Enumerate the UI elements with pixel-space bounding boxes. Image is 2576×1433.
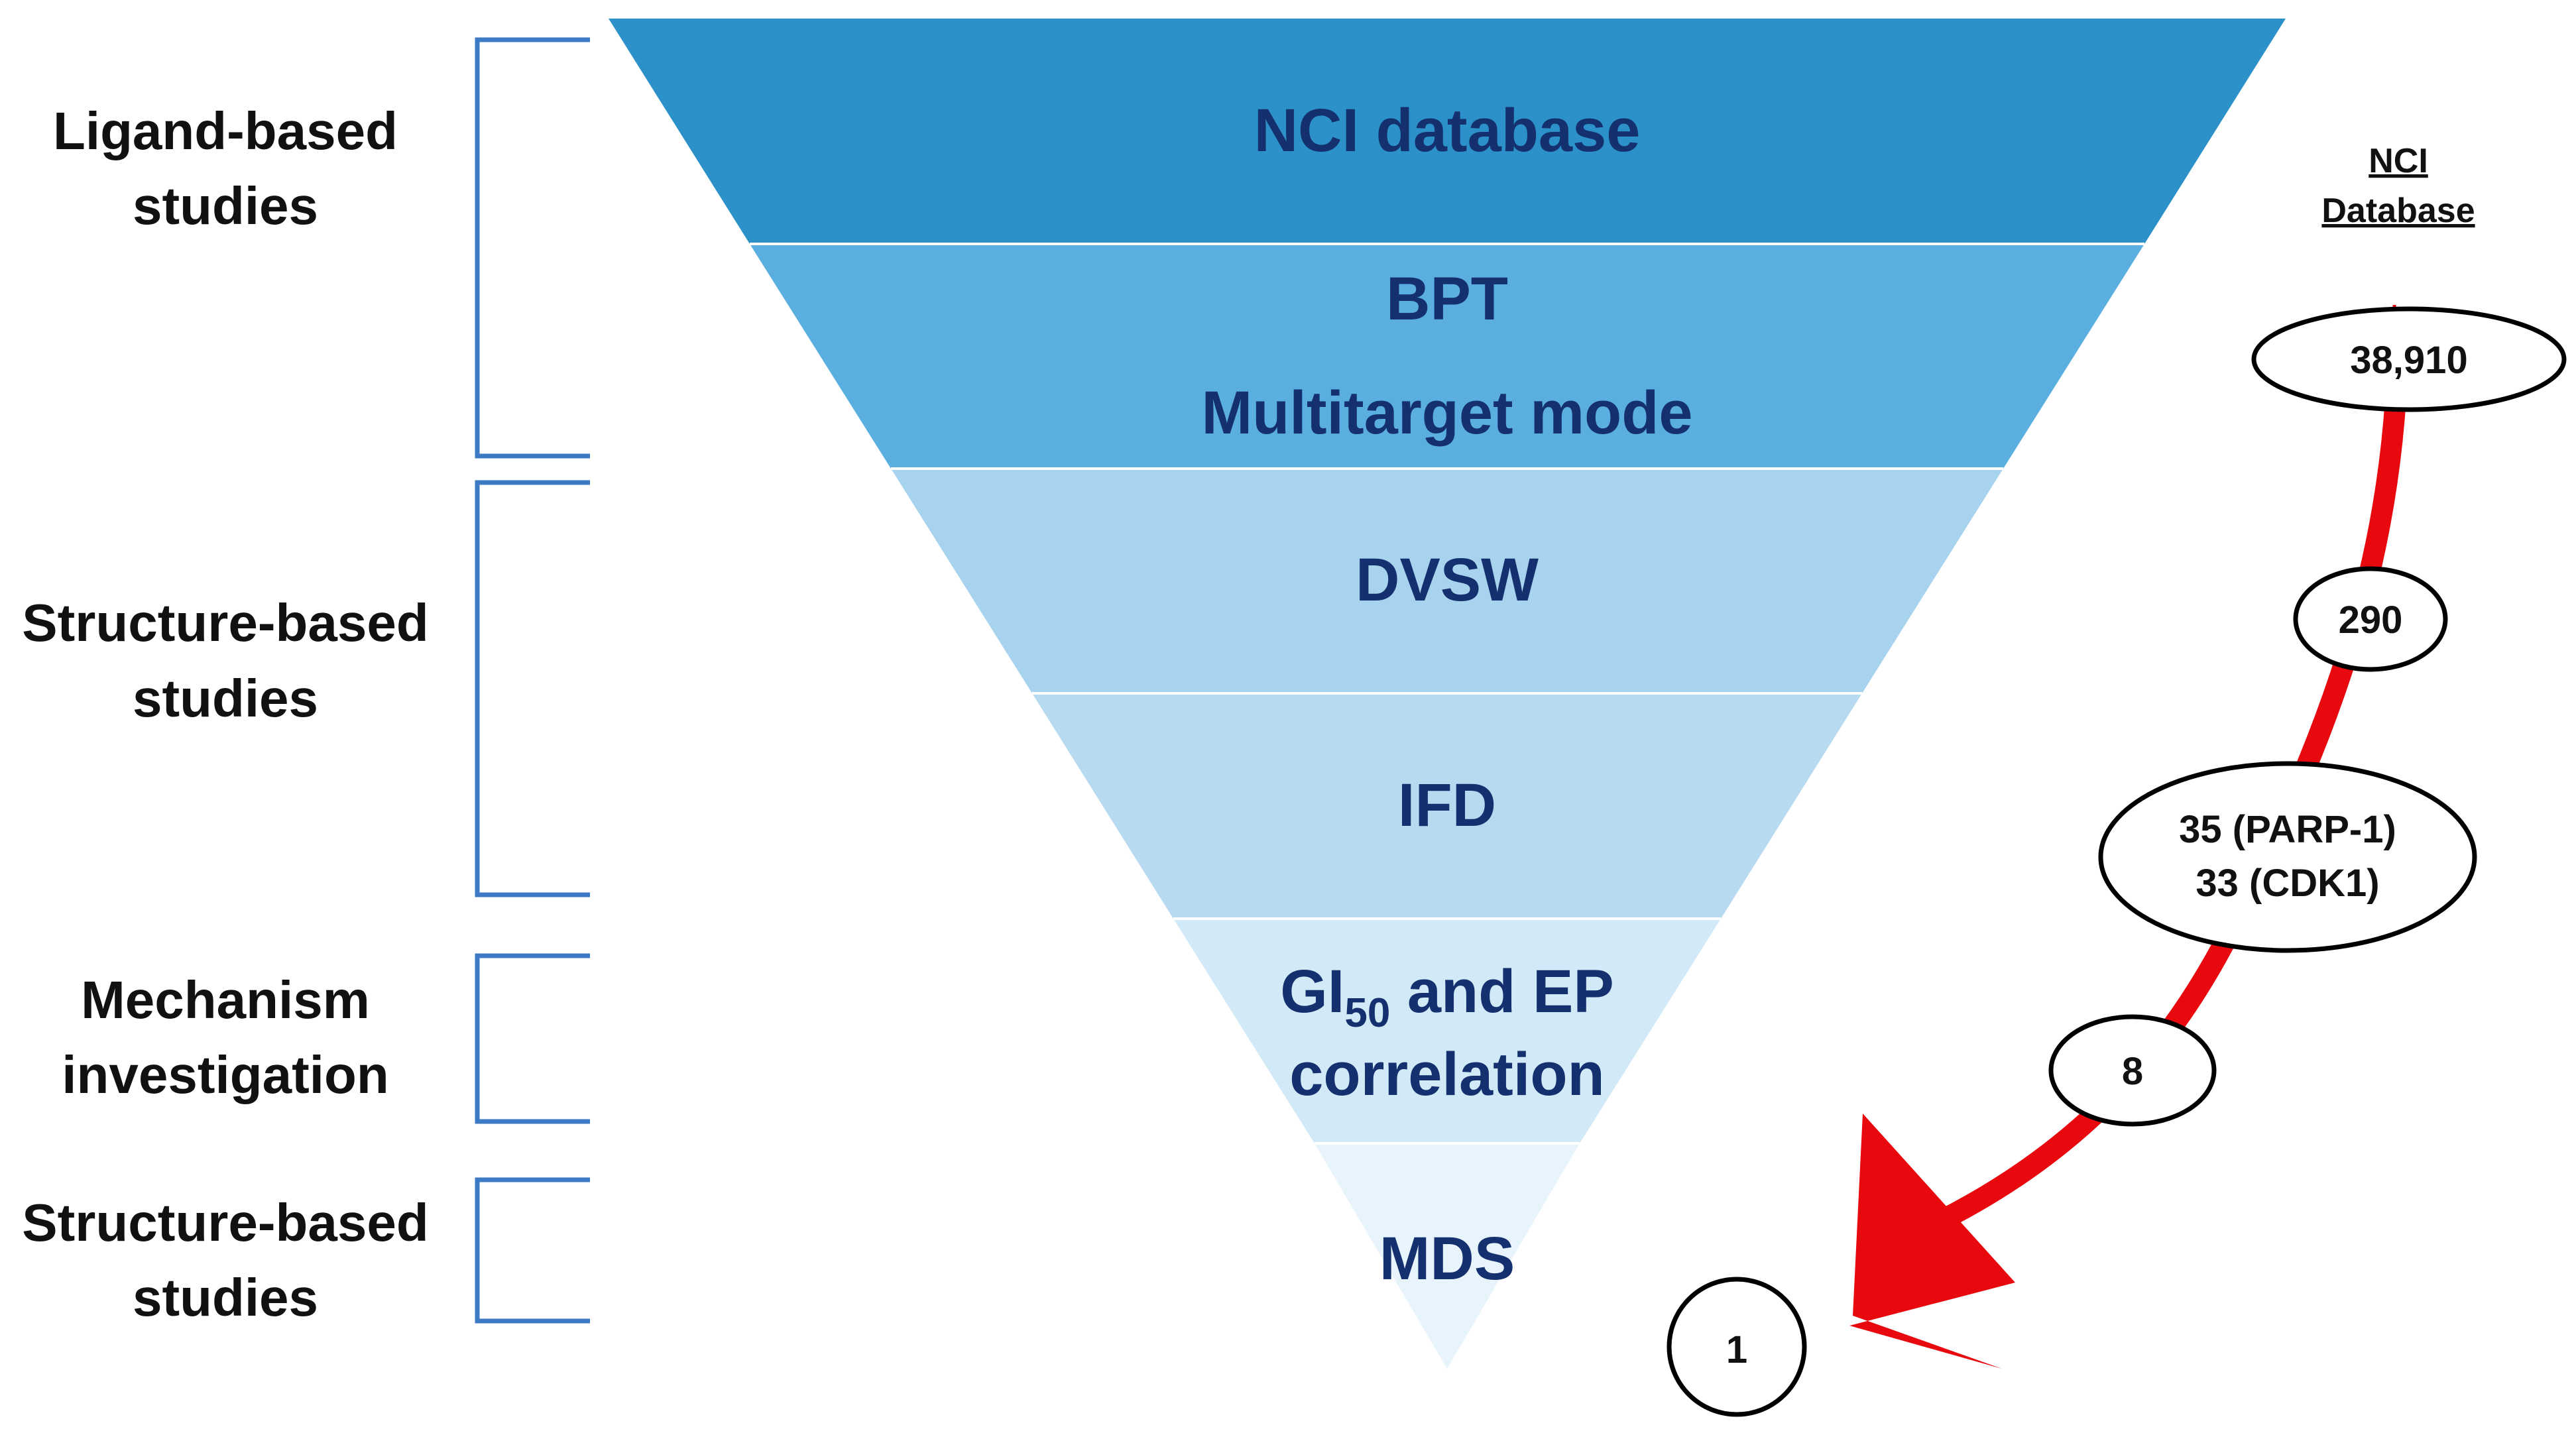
- bracket-structure-based-1: [475, 480, 590, 897]
- funnel-stage-1: [609, 19, 2286, 244]
- stage-label-gi50-ep: GI50 and EP: [1280, 958, 1614, 1036]
- stage-label-and-ep: and EP: [1390, 958, 1613, 1025]
- arrow-head: [1849, 1114, 2015, 1369]
- side-label-structure-based: Structure-based: [22, 1193, 428, 1252]
- count-290: 290: [2339, 599, 2403, 642]
- count-33-cdk1: 33 (CDK1): [2195, 862, 2379, 905]
- count-node-1: [1667, 1277, 1807, 1417]
- side-label-investigation: investigation: [62, 1045, 388, 1104]
- stage-label-gi: GI: [1280, 958, 1344, 1025]
- stage-label-correlation: correlation: [1289, 1041, 1604, 1108]
- side-label-mechanism: Mechanism: [81, 970, 370, 1029]
- count-node-290: [2293, 566, 2448, 672]
- count-node-38910: [2251, 306, 2567, 412]
- side-label-studies: studies: [133, 669, 318, 728]
- count-38910: 38,910: [2350, 339, 2467, 382]
- funnel-labels: NCI database BPT Multitarget mode DVSW I…: [1201, 97, 1692, 1292]
- side-label-ligand-based: Ligand-based: [53, 101, 398, 160]
- source-label: NCI Database: [2321, 142, 2475, 230]
- stage-label-mds: MDS: [1379, 1225, 1515, 1292]
- source-label-nci: NCI: [2369, 142, 2428, 180]
- funnel-stage-2: [750, 244, 2144, 469]
- side-label-studies: studies: [133, 176, 318, 235]
- funnel-stage-4: [1032, 693, 1862, 919]
- source-label-database: Database: [2321, 192, 2475, 230]
- stage-label-bpt: BPT: [1386, 265, 1508, 333]
- funnel-stage-6: [1315, 1143, 1580, 1369]
- count-1: 1: [1726, 1328, 1747, 1371]
- stage-label-ifd: IFD: [1398, 772, 1496, 839]
- bracket-structure-based-2: [475, 1177, 590, 1324]
- count-node-docking: [2098, 761, 2477, 953]
- side-brackets: [475, 37, 590, 1324]
- bracket-ligand-based: [475, 37, 590, 459]
- funnel-stage-5: [1173, 919, 1721, 1143]
- side-labels: Ligand-based studies Structure-based stu…: [22, 101, 428, 1327]
- bracket-mechanism: [475, 953, 590, 1124]
- count-node-8: [2048, 1014, 2217, 1127]
- count-nodes: 38,910 290 35 (PARP-1) 33 (CDK1) 8 1: [1667, 306, 2567, 1417]
- funnel-stage-3: [891, 469, 2003, 693]
- count-8: 8: [2122, 1050, 2143, 1093]
- stage-label-nci-database: NCI database: [1254, 97, 1641, 164]
- count-35-parp1: 35 (PARP-1): [2179, 808, 2396, 851]
- funnel: [609, 19, 2286, 1369]
- stage-label-dvsw: DVSW: [1356, 546, 1539, 614]
- stage-label-multitarget-mode: Multitarget mode: [1201, 379, 1692, 447]
- side-label-studies: studies: [133, 1268, 318, 1327]
- side-label-structure-based: Structure-based: [22, 593, 428, 652]
- stage-label-subscript-50: 50: [1344, 990, 1390, 1036]
